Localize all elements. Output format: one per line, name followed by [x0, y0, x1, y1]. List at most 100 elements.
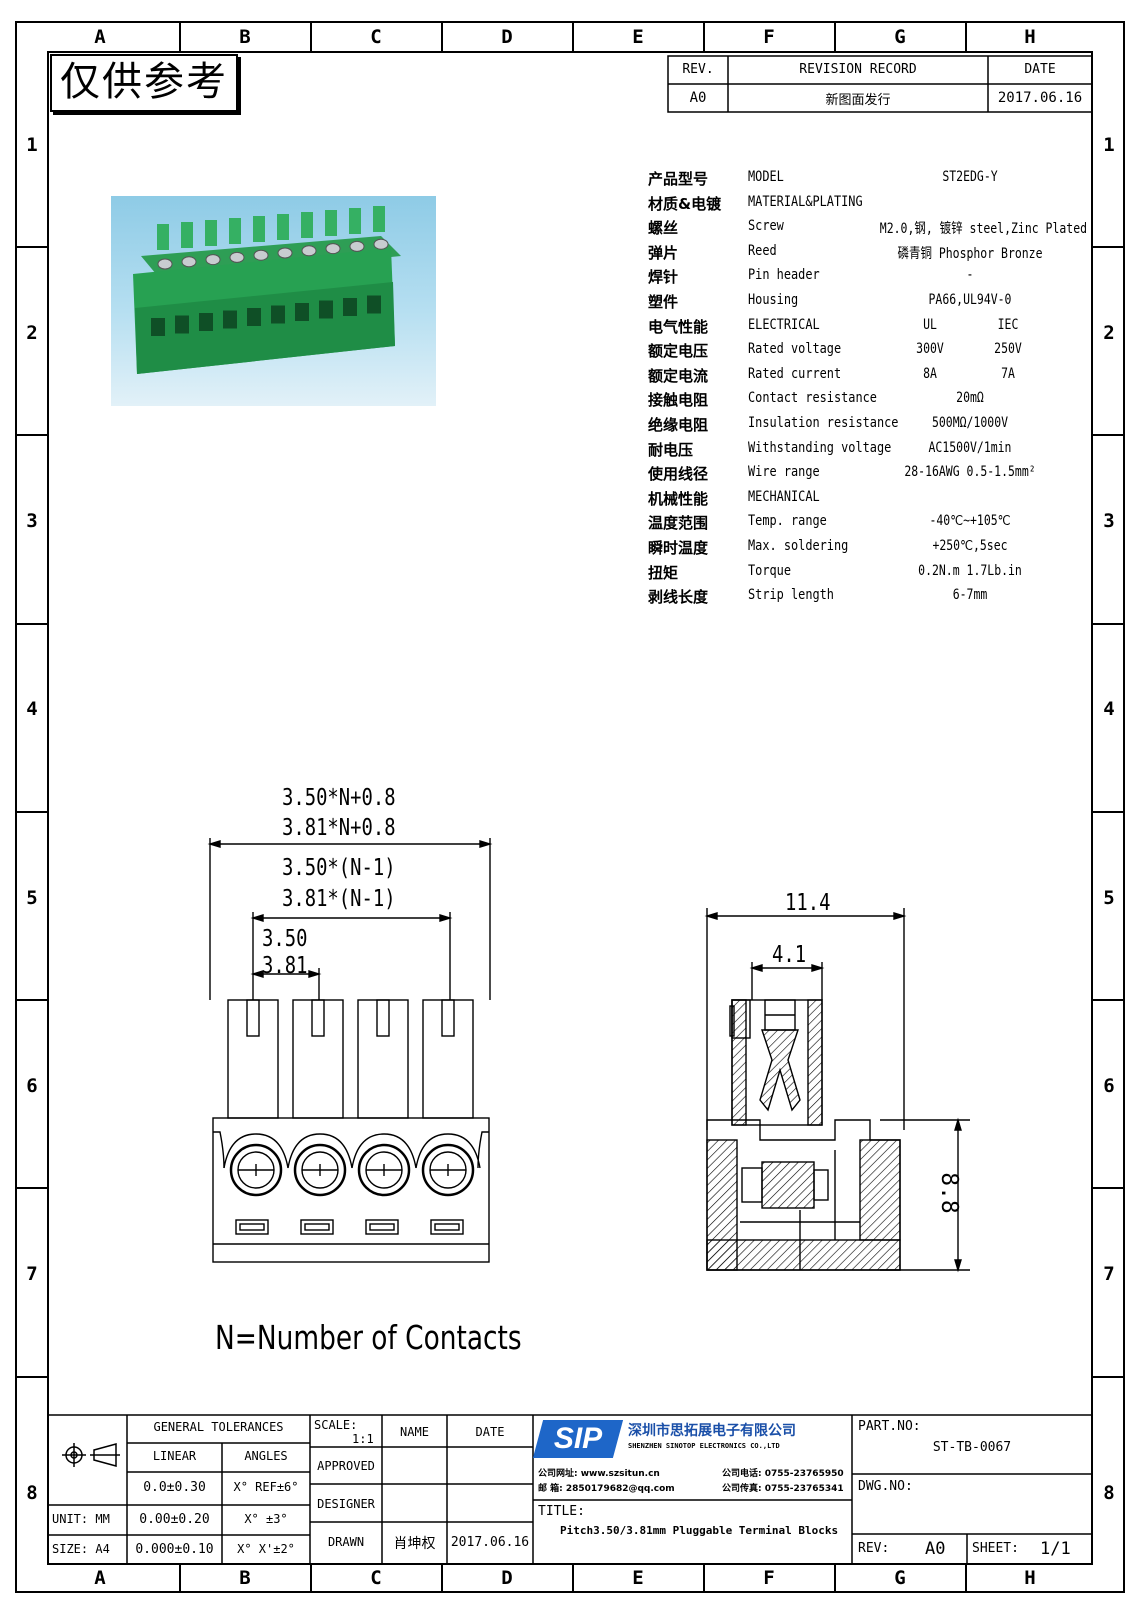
photo-tooth — [205, 220, 217, 246]
grid-row-3-right: 3 — [1103, 510, 1115, 532]
rev-value: A0 — [689, 90, 707, 106]
spec-value-iec: 7A — [1001, 366, 1015, 382]
photo-screw-icon — [229, 251, 245, 263]
spec-label-en: Reed — [748, 243, 777, 259]
spec-label-en: MATERIAL&PLATING — [748, 194, 863, 210]
photo-screw-icon — [181, 256, 197, 268]
tol-linear-3: 0.000±0.10 — [135, 1542, 214, 1557]
photo-tooth — [253, 216, 265, 242]
grid-col-b-bottom: B — [239, 1567, 251, 1589]
spec-label-cn: 瞬时温度 — [648, 539, 709, 557]
spec-label-cn: 扭矩 — [648, 564, 679, 582]
spec-label-en: Insulation resistance — [748, 415, 899, 431]
contact-website: 公司网址: www.szsitun.cn — [538, 1469, 660, 1479]
photo-tooth — [181, 222, 193, 248]
grid-row-7-right: 7 — [1103, 1263, 1115, 1285]
rev-value-tb: A0 — [925, 1539, 946, 1559]
photo-tooth — [157, 224, 169, 250]
grid-col-c-bottom: C — [370, 1567, 382, 1589]
grid-col-d-bottom: D — [501, 1567, 513, 1589]
approved-label: APPROVED — [317, 1459, 375, 1473]
revision-record-value: 新图面发行 — [825, 93, 891, 108]
spec-label-en: Pin header — [748, 267, 820, 283]
screw-outer — [357, 1143, 411, 1197]
spec-value: UL — [923, 317, 937, 333]
grid-col-f: F — [763, 26, 775, 48]
spec-label-cn: 使用线径 — [648, 465, 709, 483]
grid-col-a: A — [94, 26, 106, 48]
spec-value: 28-16AWG 0.5-1.5mm² — [904, 464, 1036, 480]
date-header: DATE — [475, 1425, 505, 1439]
photo-screw-icon — [349, 240, 365, 252]
grid-row-2: 2 — [26, 322, 38, 344]
spec-value: 0.2N.m 1.7Lb.in — [918, 563, 1022, 579]
grid-col-e: E — [632, 26, 644, 48]
photo-screw-icon — [277, 247, 293, 259]
photo-wire-hole — [343, 298, 357, 316]
rev-header: REV. — [682, 62, 714, 77]
photo-tooth — [373, 206, 385, 232]
spec-label-cn: 耐电压 — [648, 441, 694, 459]
grid-row-6: 6 — [26, 1075, 38, 1097]
spec-label-en: Screw — [748, 218, 784, 234]
tol-angle-1: X° REF±6° — [233, 1480, 299, 1494]
photo-wire-hole — [199, 313, 213, 331]
spec-label-en: Temp. range — [748, 513, 827, 529]
spec-value: 20mΩ — [956, 390, 984, 406]
scale-label: SCALE: — [314, 1418, 358, 1432]
drawn-name: 肖坤权 — [393, 1536, 436, 1552]
linear-header: LINEAR — [152, 1449, 197, 1463]
spec-value: AC1500V/1min — [928, 440, 1012, 456]
spec-value: 500MΩ/1000V — [931, 415, 1009, 431]
spec-label-en: MODEL — [748, 169, 784, 185]
screw-outer — [229, 1143, 283, 1197]
company-name-cn: 深圳市思拓展电子有限公司 — [628, 1423, 796, 1439]
spec-label-cn: 绝缘电阻 — [648, 416, 709, 434]
grid-col-e-bottom: E — [632, 1567, 644, 1589]
drawn-label: DRAWN — [327, 1535, 365, 1549]
title-value: Pitch3.50/3.81mm Pluggable Terminal Bloc… — [560, 1524, 839, 1537]
revision-date-header: DATE — [1024, 62, 1056, 77]
spec-value: 6-7mm — [952, 587, 988, 603]
rev-label: REV: — [858, 1541, 890, 1556]
scale-value: 1:1 — [352, 1432, 374, 1446]
reference-stamp-box: 仅供参考 — [50, 54, 238, 112]
part-no-label: PART.NO: — [858, 1419, 921, 1434]
photo-wire-hole — [367, 295, 381, 314]
photo-screw-icon — [205, 254, 221, 266]
dim-pitch-381: 3.81 — [262, 953, 308, 979]
reference-stamp: 仅供参考 — [60, 59, 228, 105]
screw-outer — [421, 1143, 475, 1197]
company-name-en: SHENZHEN SINOTOP ELECTRONICS CO.,LTD — [628, 1442, 780, 1450]
spec-value: 8A — [923, 366, 937, 382]
part-no-value: ST-TB-0067 — [932, 1440, 1012, 1455]
spec-label-cn: 弹片 — [648, 244, 679, 262]
photo-tooth — [349, 208, 361, 234]
photo-wire-hole — [223, 310, 237, 329]
spec-label-cn: 螺丝 — [648, 219, 679, 237]
grid-col-c: C — [370, 26, 382, 48]
terminal-block-photo-icon — [133, 206, 401, 374]
dim-span-350: 3.50*(N-1) — [282, 855, 396, 881]
spec-value: +250℃,5sec — [932, 538, 1008, 554]
spec-value: 磷青铜 Phosphor Bronze — [897, 246, 1043, 262]
contact-phone: 公司电话: 0755-23765950 — [722, 1469, 844, 1479]
designer-label: DESIGNER — [317, 1497, 375, 1511]
company-logo-text: SIP — [553, 1422, 603, 1455]
grid-row-3: 3 — [26, 510, 38, 532]
spec-label-en: Housing — [748, 292, 799, 308]
tol-linear-1: 0.0±0.30 — [143, 1480, 206, 1495]
grid-col-g: G — [894, 26, 906, 48]
spec-label-cn: 材质&电镀 — [648, 195, 722, 213]
spec-value: PA66,UL94V-0 — [928, 292, 1012, 308]
angles-header: ANGLES — [244, 1449, 288, 1463]
photo-tooth — [301, 212, 313, 238]
spec-value-iec: 250V — [994, 341, 1022, 357]
drawn-date: 2017.06.16 — [450, 1535, 530, 1550]
dwg-no-label: DWG.NO: — [858, 1479, 913, 1494]
grid-col-b: B — [239, 26, 251, 48]
spec-value: M2.0,钢, 镀锌 steel,Zinc Plated — [879, 221, 1088, 237]
